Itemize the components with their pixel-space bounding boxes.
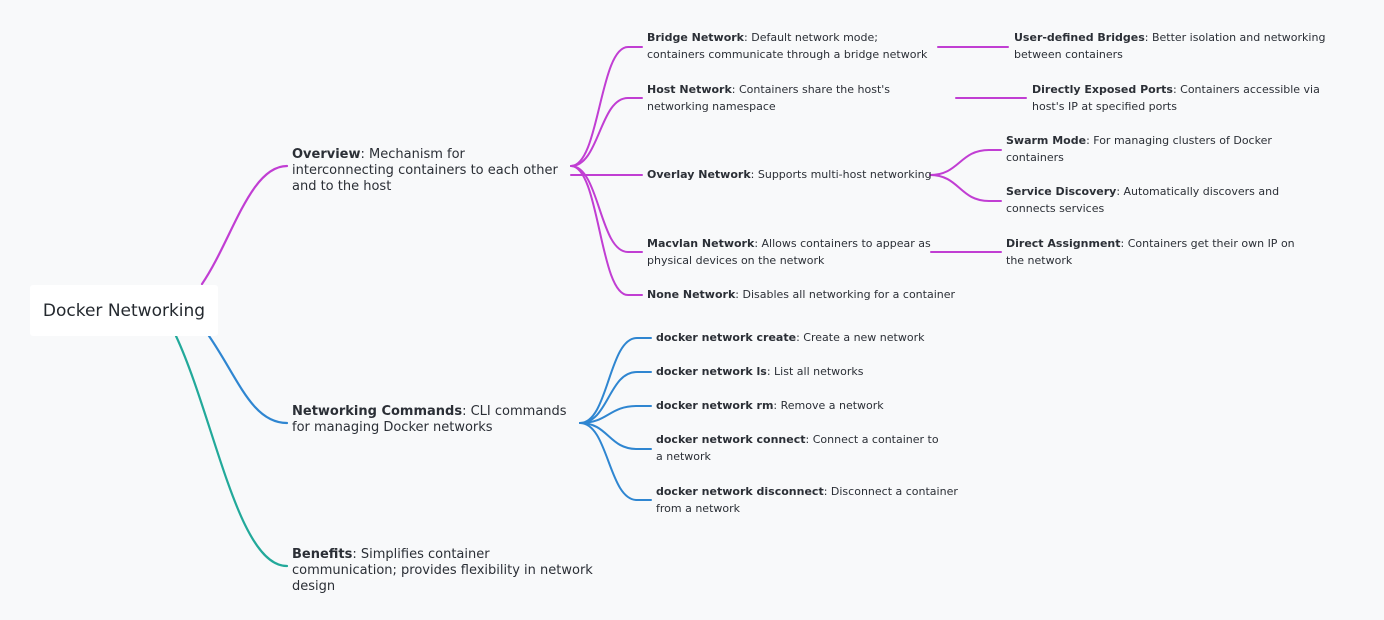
node-benefits[interactable]: Benefits: Simplifies container communica…	[292, 547, 597, 595]
connector-overview-bridge-network	[570, 46, 643, 167]
node-title: docker network disconnect	[656, 485, 824, 498]
node-title: docker network ls	[656, 365, 767, 378]
node-desc: : Containers accessible via host's IP at…	[1032, 83, 1320, 113]
connector-overlay-service-discovery	[929, 174, 1002, 202]
connector-overview-none-network	[570, 165, 643, 296]
connector-root-benefits	[174, 334, 289, 568]
node-desc: : Connect a container to a network	[656, 433, 939, 463]
node-desc: : Remove a network	[773, 399, 884, 412]
node-title: User-defined Bridges	[1014, 31, 1145, 44]
connector-root-networking-commands	[207, 334, 289, 425]
node-desc: : Containers share the host's networking…	[647, 83, 891, 113]
node-macvlan-network[interactable]: Macvlan Network: Allows containers to ap…	[647, 236, 932, 269]
node-title: docker network create	[656, 331, 797, 344]
connector-root-overview	[200, 164, 289, 286]
node-bridge-network[interactable]: Bridge Network: Default network mode; co…	[647, 30, 935, 63]
node-swarm-mode[interactable]: Swarm Mode: For managing clusters of Doc…	[1006, 133, 1291, 166]
node-title: Direct Assignment	[1006, 237, 1121, 250]
node-desc: : Containers get their own IP on the net…	[1006, 237, 1295, 267]
root-node[interactable]: Docker Networking	[30, 285, 218, 336]
node-direct-assignment[interactable]: Direct Assignment: Containers get their …	[1006, 236, 1311, 269]
node-desc: : Better isolation and networking betwee…	[1014, 31, 1326, 61]
connector-commands-ls	[579, 371, 652, 424]
connector-commands-rm	[579, 405, 652, 424]
node-desc: : Mechanism for interconnecting containe…	[292, 147, 558, 194]
connector-overview-host-network	[570, 97, 643, 167]
node-title: Overview	[292, 147, 361, 162]
node-title: Service Discovery	[1006, 185, 1117, 198]
node-overlay-network[interactable]: Overlay Network: Supports multi-host net…	[647, 167, 932, 184]
node-title: docker network rm	[656, 399, 774, 412]
node-title: Macvlan Network	[647, 237, 755, 250]
node-host-network[interactable]: Host Network: Containers share the host'…	[647, 82, 952, 115]
connector-commands-create	[579, 337, 652, 424]
node-title: Bridge Network	[647, 31, 745, 44]
node-desc: : CLI commands for managing Docker netwo…	[292, 404, 567, 435]
node-docker-network-rm[interactable]: docker network rm: Remove a network	[656, 398, 956, 415]
node-desc: : Simplifies container communication; pr…	[292, 547, 593, 594]
node-desc: : Default network mode; containers commu…	[647, 31, 928, 61]
node-desc: : For managing clusters of Docker contai…	[1006, 134, 1272, 164]
node-desc: : Allows containers to appear as physica…	[647, 237, 931, 267]
node-user-defined-bridges[interactable]: User-defined Bridges: Better isolation a…	[1014, 30, 1329, 63]
node-title: Host Network	[647, 83, 732, 96]
node-desc: : Create a new network	[796, 331, 925, 344]
node-none-network[interactable]: None Network: Disables all networking fo…	[647, 287, 957, 304]
node-title: Swarm Mode	[1006, 134, 1087, 147]
node-directly-exposed-ports[interactable]: Directly Exposed Ports: Containers acces…	[1032, 82, 1350, 115]
node-docker-network-create[interactable]: docker network create: Create a new netw…	[656, 330, 956, 347]
connector-overview-macvlan-network	[570, 165, 643, 253]
node-desc: : List all networks	[766, 365, 864, 378]
node-title: Directly Exposed Ports	[1032, 83, 1173, 96]
node-desc: : Disables all networking for a containe…	[735, 288, 956, 301]
connector-overlay-swarm-mode	[929, 149, 1002, 176]
node-title: None Network	[647, 288, 736, 301]
root-label: Docker Networking	[42, 300, 206, 321]
node-title: Benefits	[292, 547, 353, 562]
node-title: Networking Commands	[292, 404, 463, 419]
node-title: docker network connect	[656, 433, 806, 446]
node-service-discovery[interactable]: Service Discovery: Automatically discove…	[1006, 184, 1331, 217]
node-networking-commands[interactable]: Networking Commands: CLI commands for ma…	[292, 404, 574, 436]
connector-commands-disconnect	[579, 422, 652, 501]
node-overview[interactable]: Overview: Mechanism for interconnecting …	[292, 147, 567, 195]
node-desc: : Disconnect a container from a network	[656, 485, 958, 515]
node-docker-network-ls[interactable]: docker network ls: List all networks	[656, 364, 956, 381]
node-desc: : Automatically discovers and connects s…	[1006, 185, 1280, 215]
node-docker-network-connect[interactable]: docker network connect: Connect a contai…	[656, 432, 941, 465]
node-desc: : Supports multi-host networking	[750, 168, 932, 181]
node-title: Overlay Network	[647, 168, 751, 181]
connector-commands-connect	[579, 422, 652, 450]
node-docker-network-disconnect[interactable]: docker network disconnect: Disconnect a …	[656, 484, 976, 517]
